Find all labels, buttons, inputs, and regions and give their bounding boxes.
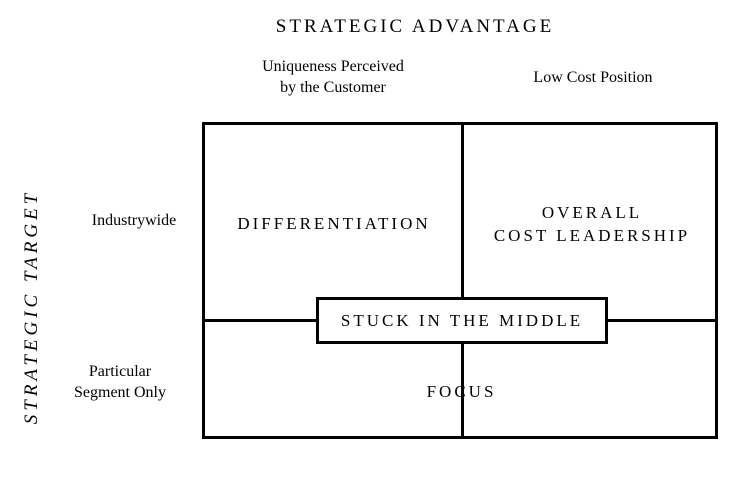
- row-header-industrywide: Industrywide: [91, 212, 177, 229]
- focus-cell: FOCUS: [426, 382, 497, 401]
- vertical-divider-lower: [461, 342, 464, 439]
- horizontal-divider-left: [202, 319, 318, 322]
- stuck-in-the-middle-label: STUCK IN THE MIDDLE: [340, 310, 584, 330]
- column-header-uniqueness-line1: Uniqueness Perceived: [262, 58, 404, 75]
- stuck-in-the-middle-box: STUCK IN THE MIDDLE: [316, 297, 608, 344]
- cost-leadership-cell: OVERALL COST LEADERSHIP: [466, 201, 718, 247]
- row-header-segment-line1: Particular: [88, 363, 152, 380]
- row-header-segment-line2: Segment Only: [74, 384, 166, 401]
- column-header-uniqueness-line2: by the Customer: [280, 79, 386, 96]
- cost-leadership-line1: OVERALL: [541, 203, 643, 222]
- horizontal-divider-right: [606, 319, 718, 322]
- cost-leadership-line2: COST LEADERSHIP: [493, 226, 691, 245]
- strategic-target-title: STRATEGIC TARGET: [21, 189, 42, 425]
- column-header-uniqueness: Uniqueness Perceived by the Customer: [238, 56, 428, 98]
- strategic-advantage-title: STRATEGIC ADVANTAGE: [275, 16, 555, 37]
- row-header-segment: Particular Segment Only: [50, 361, 190, 403]
- differentiation-cell: DIFFERENTIATION: [237, 214, 431, 233]
- vertical-divider-upper: [461, 122, 464, 299]
- column-header-low-cost: Low Cost Position: [533, 69, 653, 86]
- strategy-matrix-frame: [202, 122, 718, 439]
